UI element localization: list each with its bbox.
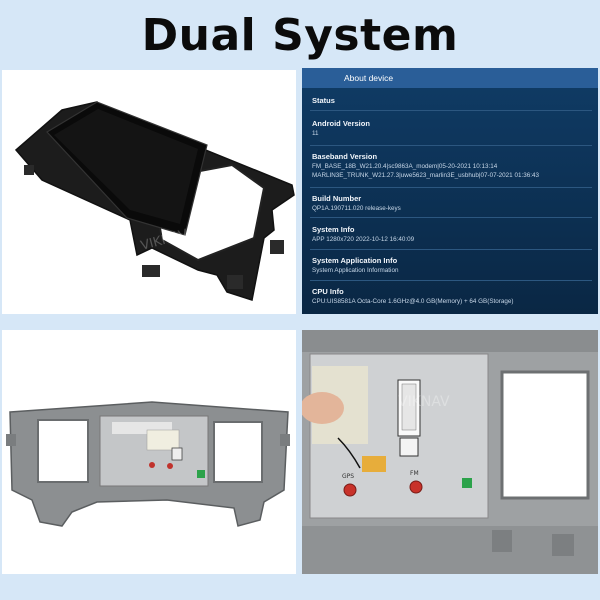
system-info-value: APP 1280x720 2022-10-12 16:40:09 — [312, 236, 415, 243]
about-device-screen: About device Status Android Version 11 B… — [302, 68, 598, 314]
page-title: Dual System — [141, 10, 459, 61]
product-photo-frame: VIKNAV — [2, 70, 296, 314]
build-number-heading: Build Number — [312, 194, 362, 203]
divider — [310, 110, 592, 111]
baseband-version-heading: Baseband Version — [312, 152, 378, 161]
baseband-version-value-1: FM_BASE_18B_W21.20.4|sc9863A_modem|05-20… — [312, 163, 498, 170]
build-number-item[interactable]: Build Number QP1A.190711.020 release-key… — [312, 194, 592, 214]
divider — [310, 187, 592, 188]
divider — [310, 249, 592, 250]
android-version-heading: Android Version — [312, 119, 370, 128]
connector-closeup-illustration: GPS FM VIKNAV — [302, 330, 598, 574]
baseband-version-item[interactable]: Baseband Version FM_BASE_18B_W21.20.4|sc… — [312, 152, 592, 180]
fm-label: FM — [410, 470, 419, 477]
about-header: About device — [302, 68, 598, 88]
frame-back-illustration — [2, 330, 296, 574]
divider — [310, 145, 592, 146]
build-number-value: QP1A.190711.020 release-keys — [312, 205, 401, 212]
divider — [310, 280, 592, 281]
status-item[interactable]: Status — [312, 96, 592, 105]
status-heading: Status — [312, 96, 335, 105]
head-unit-frame-illustration: VIKNAV — [2, 70, 296, 314]
system-application-info-item[interactable]: System Application Info System Applicati… — [312, 256, 592, 276]
gps-label: GPS — [342, 473, 354, 480]
about-body: Status Android Version 11 Baseband Versi… — [302, 88, 598, 314]
cpu-info-item[interactable]: CPU Info CPU:UIS8581A Octa-Core 1.6GHz@4… — [312, 287, 592, 307]
android-version-value: 11 — [312, 130, 319, 137]
watermark-text: VIKNAV — [398, 394, 450, 410]
cpu-info-value: CPU:UIS8581A Octa-Core 1.6GHz@4.0 GB(Mem… — [312, 298, 514, 305]
cpu-info-heading: CPU Info — [312, 287, 344, 296]
product-photo-closeup: GPS FM VIKNAV — [302, 330, 598, 574]
baseband-version-value-2: MARLIN3E_TRUNK_W21.27.3|uwe5623_marlin3E… — [312, 171, 539, 179]
system-application-info-value: System Application Information — [312, 267, 399, 274]
system-info-item[interactable]: System Info APP 1280x720 2022-10-12 16:4… — [312, 225, 592, 245]
system-info-heading: System Info — [312, 225, 355, 234]
divider — [310, 217, 592, 218]
product-photo-back — [2, 330, 296, 574]
system-application-info-heading: System Application Info — [312, 256, 398, 265]
android-version-item[interactable]: Android Version 11 — [312, 119, 592, 139]
